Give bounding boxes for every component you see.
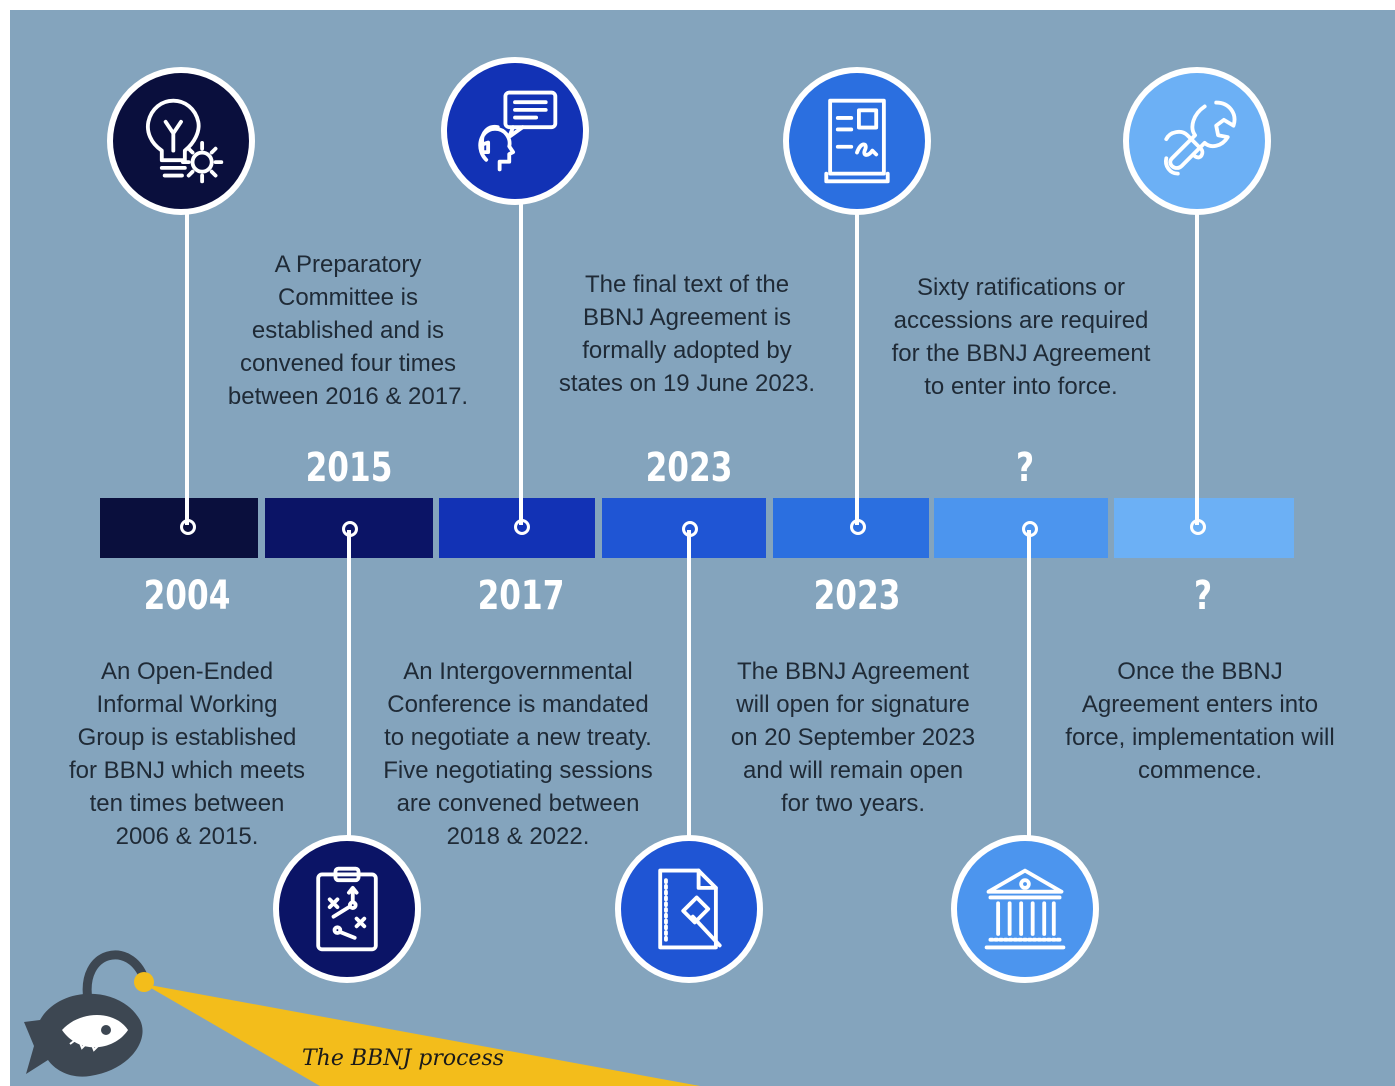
timeline-segment-1 bbox=[100, 498, 258, 558]
timeline-infographic: The BBNJ process 2004 2015 2017 2023 202… bbox=[10, 10, 1395, 1086]
milestone-implementation-description: Once the BBNJ Agreement enters into forc… bbox=[1065, 658, 1335, 784]
lightbulb-gear-icon bbox=[145, 98, 224, 184]
year-label-unknown-force: ? bbox=[1015, 445, 1035, 491]
milestone-force-description: Sixty ratifications or accessions are re… bbox=[891, 274, 1151, 400]
timeline-dot bbox=[1190, 519, 1206, 535]
year-label-2023-signature: 2023 bbox=[813, 573, 901, 619]
milestone-implementation-icon-circle bbox=[1123, 67, 1271, 215]
connector-line-4 bbox=[687, 530, 691, 850]
milestone-2017-icon-circle bbox=[441, 57, 589, 205]
milestone-2017-description: An Intergovernmental Conference is manda… bbox=[383, 658, 653, 850]
milestone-2023-signature-icon-circle bbox=[783, 67, 931, 215]
milestone-2015-description: A Preparatory Committee is established a… bbox=[227, 251, 469, 410]
milestone-2015-icon-circle bbox=[273, 835, 421, 983]
timeline-dot bbox=[682, 521, 698, 537]
anglerfish-logo bbox=[24, 950, 700, 1086]
year-label-2023-adopted: 2023 bbox=[645, 445, 733, 491]
milestone-2004-description: An Open-Ended Informal Working Group is … bbox=[68, 658, 306, 850]
year-label-unknown-implementation: ? bbox=[1193, 573, 1213, 619]
year-label-2004: 2004 bbox=[143, 573, 231, 619]
milestone-2023-adopted-description: The final text of the BBNJ Agreement is … bbox=[558, 271, 816, 397]
milestone-2023-signature-description: The BBNJ Agreement will open for signatu… bbox=[730, 658, 976, 817]
year-label-2015: 2015 bbox=[305, 445, 393, 491]
gavel-document-icon bbox=[658, 868, 722, 950]
negotiation-chat-icon bbox=[478, 90, 558, 172]
connector-line-5 bbox=[855, 210, 859, 525]
connector-line-6 bbox=[1027, 530, 1031, 840]
light-beam bbox=[144, 984, 700, 1086]
milestone-force-icon-circle bbox=[951, 835, 1099, 983]
timeline-dot bbox=[514, 519, 530, 535]
milestone-2023-adopted-icon-circle bbox=[615, 835, 763, 983]
timeline-dot bbox=[342, 521, 358, 537]
timeline-segment-6 bbox=[934, 498, 1108, 558]
milestone-2004-icon-circle bbox=[107, 67, 255, 215]
timeline-dot bbox=[180, 519, 196, 535]
infographic-title: The BBNJ process bbox=[302, 1046, 505, 1071]
connector-line-2 bbox=[347, 530, 351, 850]
timeline-dot bbox=[1022, 521, 1038, 537]
connector-line-3 bbox=[519, 200, 523, 525]
year-label-2017: 2017 bbox=[477, 573, 565, 619]
government-building-icon bbox=[984, 868, 1066, 950]
strategy-clipboard-icon bbox=[316, 866, 378, 952]
signed-document-icon bbox=[824, 98, 890, 184]
implementation-tools-icon bbox=[1163, 100, 1237, 176]
connector-line-7 bbox=[1195, 210, 1199, 525]
connector-line-1 bbox=[185, 210, 189, 525]
timeline-dot bbox=[850, 519, 866, 535]
